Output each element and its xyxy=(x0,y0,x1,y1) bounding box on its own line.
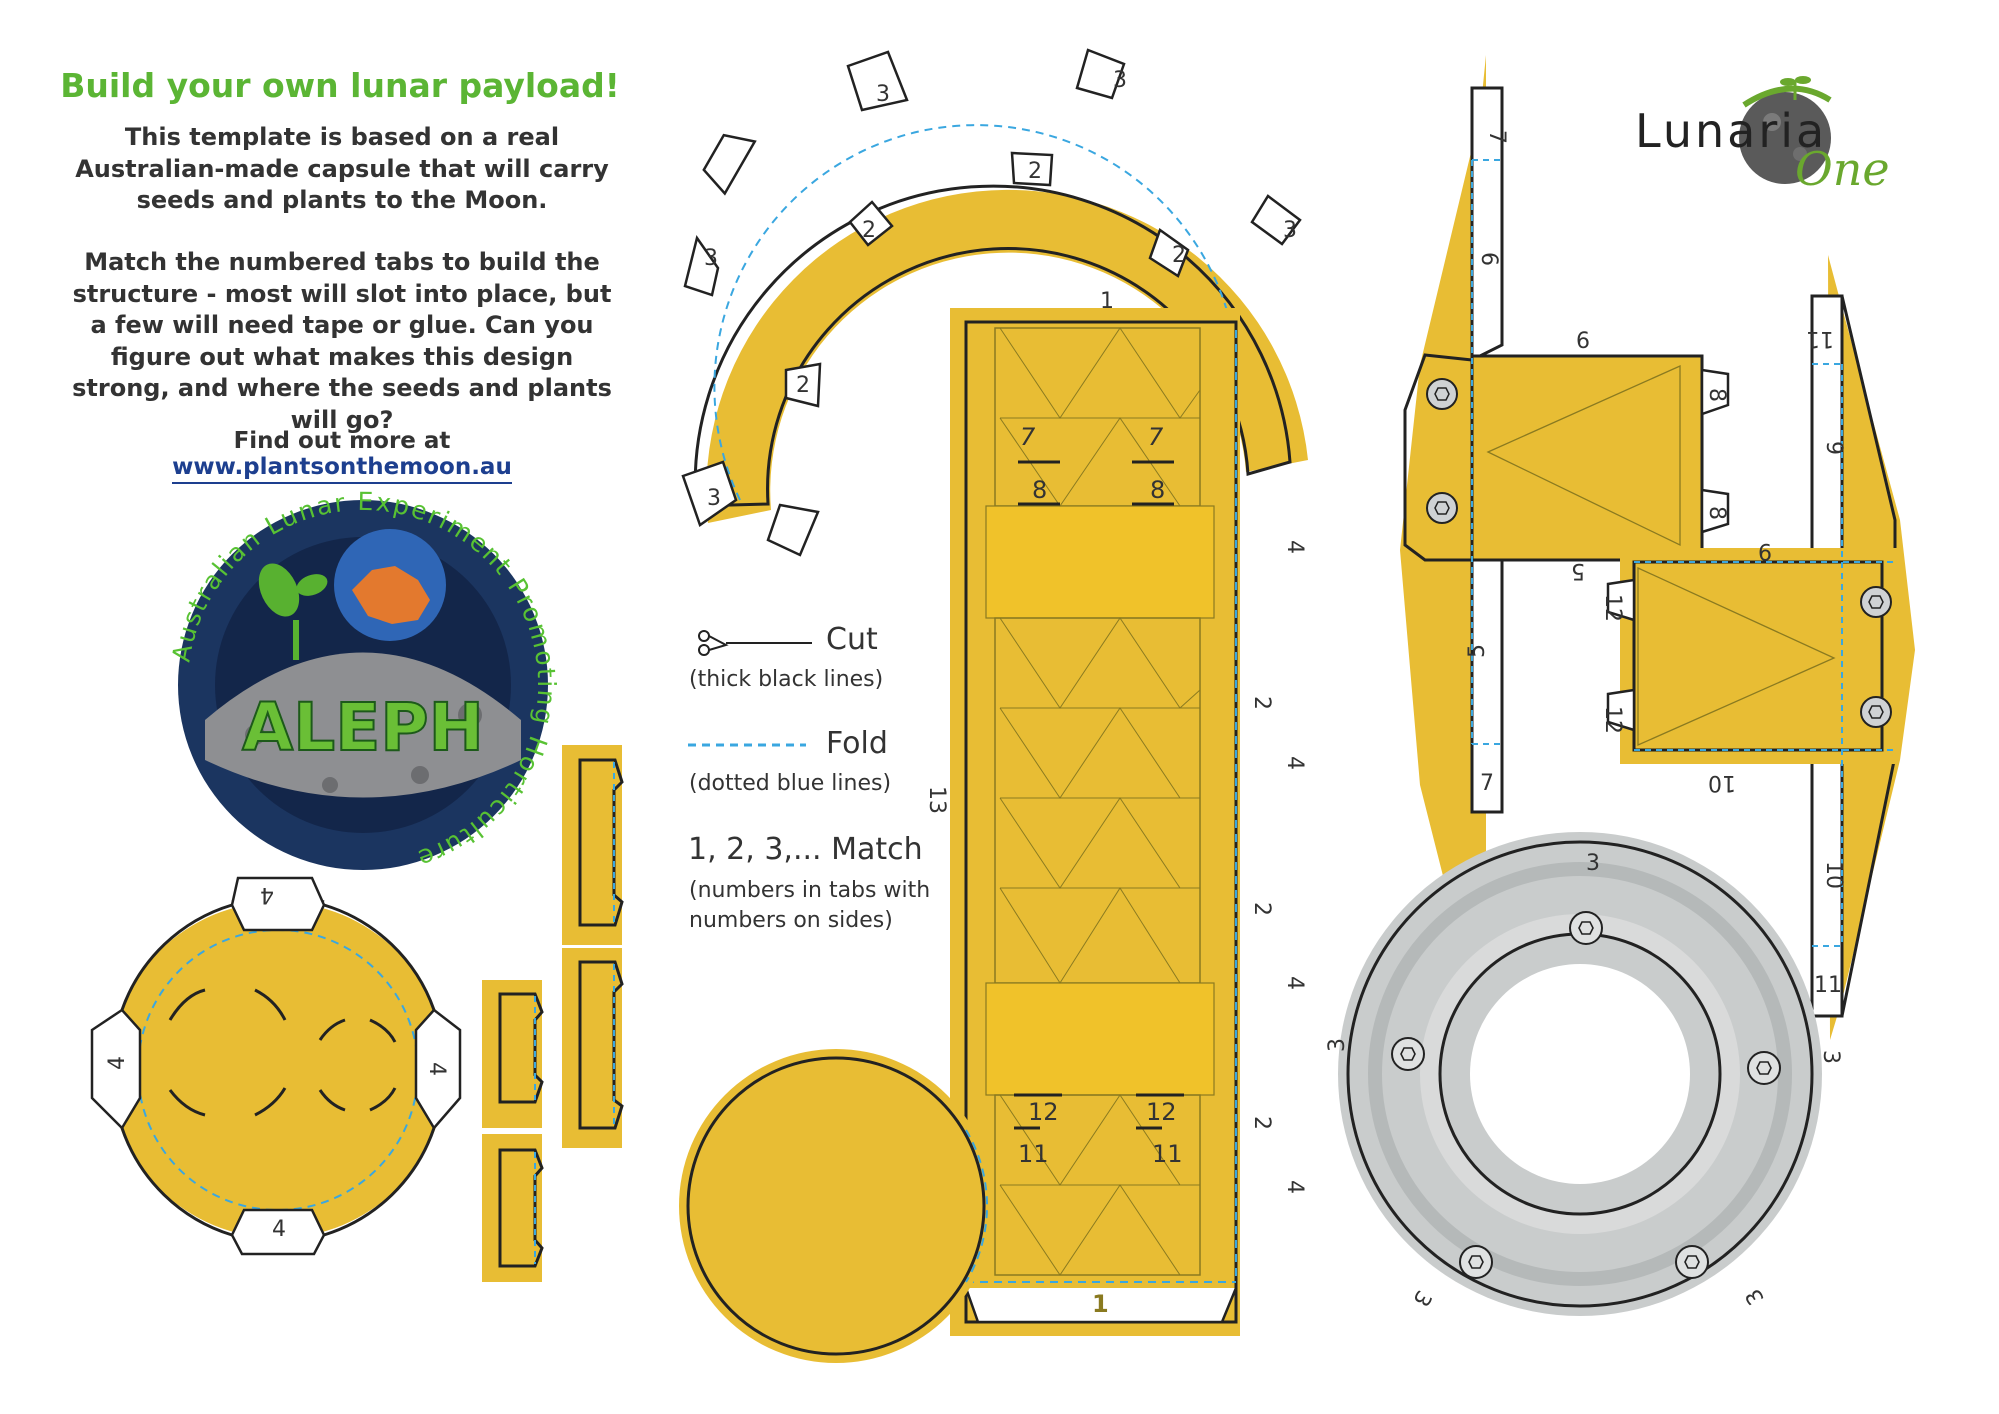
body-side-4-a: 4 xyxy=(1282,540,1307,554)
body-tab-bottom: 1 xyxy=(1092,1290,1109,1318)
body-side-2-c: 2 xyxy=(1249,1116,1274,1130)
legend-cut-note: (thick black lines) xyxy=(689,667,884,692)
lid-tab-bottom: 4 xyxy=(272,1217,286,1242)
legend-cut-label: Cut xyxy=(826,622,878,657)
body-side-2-b: 2 xyxy=(1249,902,1274,916)
lunaria-one-logo: Lunaria One xyxy=(1635,76,1890,196)
strut-a-side-6: 6 xyxy=(1476,252,1501,266)
intro-paragraph-2: Match the numbered tabs to build the str… xyxy=(72,248,612,434)
legend-cut: Cut xyxy=(826,622,878,657)
legend-icons xyxy=(688,630,812,747)
ring-tab-3-br: 3 xyxy=(1741,1284,1770,1309)
body-side-4-c: 4 xyxy=(1282,976,1307,990)
clip-pieces xyxy=(482,745,624,1282)
legend-match-note-2: numbers on sides) xyxy=(689,908,893,933)
arc-tab-3-a: 3 xyxy=(876,82,890,107)
arc-tabs xyxy=(681,48,1302,557)
scissors-icon xyxy=(698,630,812,656)
legend-match: 1, 2, 3,... Match xyxy=(688,832,923,867)
frac-bot-a-num: 12 xyxy=(1028,1098,1059,1126)
lid-tab-left: 4 xyxy=(105,1056,130,1070)
body-side-4-d: 4 xyxy=(1282,1180,1307,1194)
find-out-prefix: Find out more at xyxy=(233,428,451,454)
box-b-bottom-10: 10 xyxy=(1708,770,1736,795)
ring-tab-3-bl: 3 xyxy=(1407,1286,1436,1311)
strut-b-tab-11-top: 11 xyxy=(1806,326,1834,351)
patch-acronym: ALEPH xyxy=(242,689,484,766)
box-b-top-9: 9 xyxy=(1758,538,1772,563)
arc-tab-2-d: 2 xyxy=(796,373,810,398)
arc-tab-3-e: 3 xyxy=(707,486,721,511)
strut-b-side-9: 9 xyxy=(1821,441,1846,455)
legend-match-note-1: (numbers in tabs with xyxy=(689,878,931,903)
lid-tab-right: 4 xyxy=(424,1062,449,1076)
box-a-tab-8-b: 8 xyxy=(1704,506,1729,520)
arc-tab-3-c: 3 xyxy=(1283,218,1297,243)
body-tab-top: 1 xyxy=(1100,289,1114,314)
frac-bot-b-den: 11 xyxy=(1152,1140,1183,1168)
lid-disc xyxy=(90,876,462,1256)
body-side-4-b: 4 xyxy=(1282,756,1307,770)
aleph-mission-patch: ALEPH Australian Lunar Experiment Promot… xyxy=(166,487,559,874)
legend-fold-label: Fold xyxy=(826,726,888,761)
frac-top-a-num: 7 xyxy=(1020,423,1036,451)
frac-bot-a-den: 11 xyxy=(1018,1140,1049,1168)
frac-top-b-den: 8 xyxy=(1150,476,1165,504)
logo-word-main: Lunaria xyxy=(1635,104,1827,158)
arc-tab-3-d: 3 xyxy=(704,246,718,271)
strut-piece-b xyxy=(1606,255,1915,1040)
strut-a-side-5: 5 xyxy=(1465,644,1490,658)
legend-fold-note: (dotted blue lines) xyxy=(689,771,892,796)
lid-tab-top: 4 xyxy=(260,882,274,907)
body-left-13: 13 xyxy=(924,786,949,814)
ring-tab-3-left: 3 xyxy=(1325,1038,1350,1052)
box-a-tab-8-a: 8 xyxy=(1704,388,1729,402)
box-b-tab-12-a: 12 xyxy=(1600,594,1625,622)
box-b-tab-12-b: 12 xyxy=(1600,706,1625,734)
find-out-more: Find out more at www.plantsonthemoon.au xyxy=(62,428,622,484)
arc-tab-2-b: 2 xyxy=(862,218,876,243)
ring-tab-3-right: 3 xyxy=(1818,1050,1843,1064)
body-strip xyxy=(950,308,1240,1336)
frac-bot-b-num: 12 xyxy=(1146,1098,1177,1126)
frac-top-b-num: 7 xyxy=(1148,423,1164,451)
grey-ring-piece xyxy=(1338,832,1822,1316)
arc-tab-2-a: 2 xyxy=(1028,159,1042,184)
body-side-2-a: 2 xyxy=(1249,696,1274,710)
strut-b-side-10: 10 xyxy=(1821,861,1846,889)
strut-a-tab-7-bot: 7 xyxy=(1480,771,1494,796)
intro-paragraph-1: This template is based on a real Austral… xyxy=(75,123,609,214)
frac-top-a-den: 8 xyxy=(1032,476,1047,504)
box-a-top-6: 6 xyxy=(1576,329,1590,354)
bottom-disc xyxy=(679,1049,993,1363)
box-b-under-5: 5 xyxy=(1571,558,1585,583)
arc-tab-2-c: 2 xyxy=(1172,243,1186,268)
website-link[interactable]: www.plantsonthemoon.au xyxy=(172,454,512,484)
legend-fold: Fold xyxy=(826,726,888,761)
strut-b-tab-11-bot: 11 xyxy=(1814,973,1842,998)
ring-tab-3-top: 3 xyxy=(1586,851,1600,876)
page-heading: Build your own lunar payload! xyxy=(60,66,620,105)
strut-a-tab-7-top: 7 xyxy=(1484,130,1509,144)
strut-piece-a xyxy=(1400,55,1730,1028)
logo-word-script: One xyxy=(1795,142,1890,196)
arc-piece xyxy=(693,124,1308,523)
legend-match-label: 1, 2, 3,... Match xyxy=(688,832,923,867)
arc-tab-3-b: 3 xyxy=(1113,68,1127,93)
